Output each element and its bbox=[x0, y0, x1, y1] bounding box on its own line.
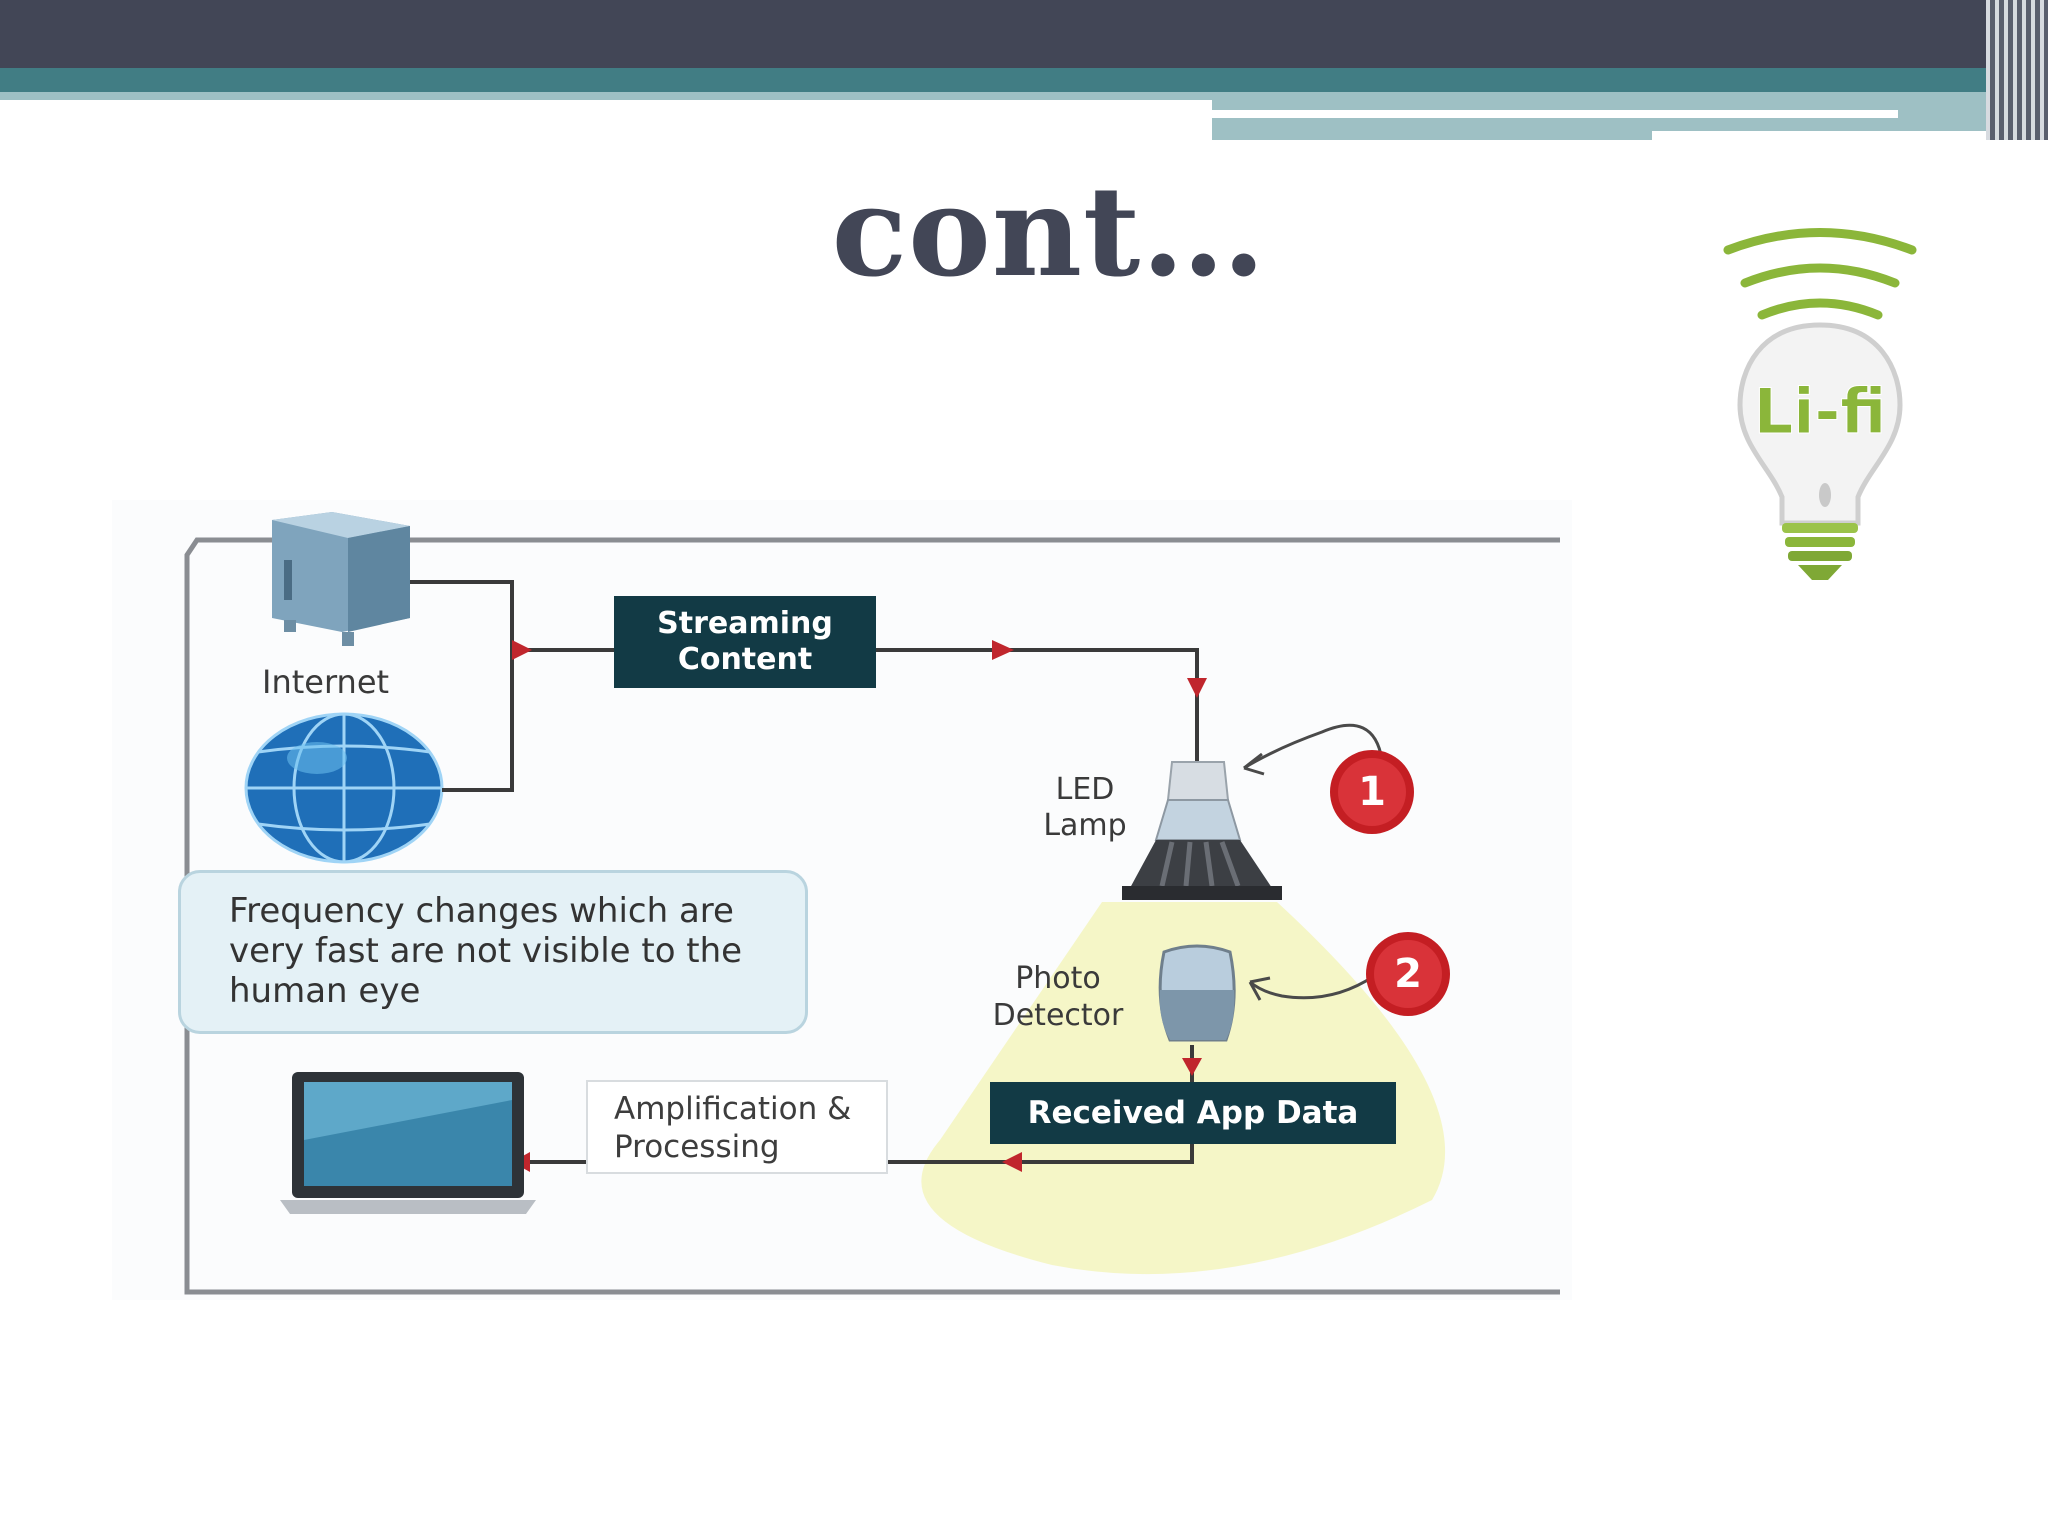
badge-2-number: 2 bbox=[1394, 951, 1422, 997]
slide-title: cont… bbox=[831, 160, 1267, 305]
led-lamp-icon bbox=[1122, 761, 1282, 900]
badge-1-number: 1 bbox=[1358, 769, 1386, 815]
lifi-diagram: 1 2 Internet Streaming Content LED Lamp … bbox=[112, 500, 1572, 1320]
photo-detector-label: Photo Detector bbox=[992, 961, 1124, 1033]
header-light-band bbox=[0, 92, 1212, 100]
server-icon bbox=[272, 512, 410, 646]
callout-arrow-1 bbox=[1243, 723, 1384, 770]
header-white-strip bbox=[1212, 110, 1898, 118]
signal-waves-icon bbox=[1723, 228, 1917, 320]
amplification-processing-box: Amplification & Processing bbox=[586, 1080, 888, 1174]
received-app-data-box: Received App Data bbox=[990, 1082, 1396, 1144]
header-teal-band bbox=[0, 68, 2048, 92]
streaming-content-box: Streaming Content bbox=[614, 596, 876, 688]
flow-arrows bbox=[512, 640, 1207, 1172]
lifi-logo: Li-fi bbox=[1723, 228, 1917, 580]
streaming-content-label: Streaming Content bbox=[657, 606, 833, 677]
callout-arrow-2 bbox=[1249, 974, 1375, 1000]
led-lamp-label: LED Lamp bbox=[1043, 772, 1127, 843]
lifi-logo-text: Li-fi bbox=[1754, 375, 1886, 448]
header-white-strip bbox=[1652, 131, 2012, 140]
photo-detector-icon bbox=[1158, 944, 1236, 1042]
amplification-processing-label: Amplification & Processing bbox=[614, 1091, 852, 1165]
header-bar bbox=[0, 0, 2048, 68]
internet-label: Internet bbox=[262, 663, 390, 701]
streaming-to-lamp-line bbox=[876, 648, 1199, 762]
frequency-note-box: Frequency changes which are very fast ar… bbox=[178, 870, 808, 1034]
received-to-amp-line bbox=[888, 1144, 1194, 1164]
globe-icon bbox=[244, 712, 444, 864]
lightbulb-icon bbox=[1737, 322, 1903, 580]
frame-line bbox=[184, 537, 1560, 1295]
received-app-data-label: Received App Data bbox=[1027, 1095, 1359, 1131]
number-badge-1 bbox=[1330, 750, 1414, 834]
header-corner-lines bbox=[1986, 0, 2048, 140]
server-to-bracket-line bbox=[410, 580, 514, 792]
frequency-note-text: Frequency changes which are very fast ar… bbox=[229, 891, 743, 1011]
number-badge-2 bbox=[1366, 932, 1450, 1016]
laptop-icon bbox=[280, 1072, 536, 1214]
